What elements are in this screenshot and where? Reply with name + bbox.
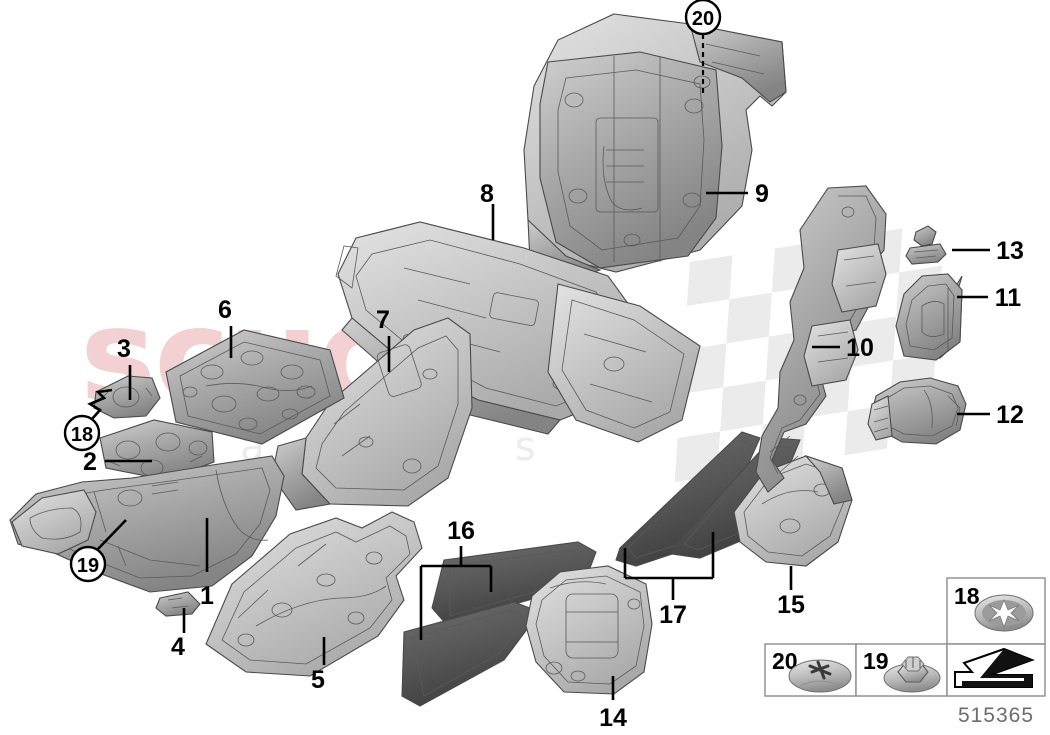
callout-label-3: 3 [117,335,131,363]
callout-label-10: 10 [846,334,874,362]
callout-label-18: 18 [71,424,93,446]
callout-label-11: 11 [995,284,1022,312]
part-6-perforated-insulation-panel [165,329,345,445]
callout-label-8: 8 [480,180,494,208]
part-5-floor-panel-insulation-left [205,511,423,677]
leader-18-zigzag [87,388,113,420]
callout-label-4: 4 [171,633,185,661]
part-11-wheelarch-insulation-block-upper [895,273,963,361]
part-10-wheelhouse-insulation-column [755,185,887,493]
callout-label-20: 20 [692,8,714,30]
callout-label-14: 14 [599,704,627,732]
part-7-tunnel-cover-insulation [271,317,473,511]
part-13-small-bracket-pad [905,225,947,265]
callout-label-9: 9 [755,180,769,208]
leader-19 [96,519,127,551]
assembly-arrow-icon [954,647,1035,688]
part-14-side-panel-insulation [525,565,653,695]
leader-16-bracket [419,546,493,640]
part-2-bulkhead-insulation-plate-lower [99,419,215,481]
legend: 20 19 18 [764,577,1046,727]
callout-circle-18[interactable] [63,414,101,452]
leader-17-bracket [623,532,715,600]
diagram-number: 515365 [958,704,1034,727]
part-9-rear-seat-floor-assembly [523,13,787,283]
legend-label-18: 18 [954,583,980,609]
callout-label-5: 5 [311,666,325,694]
callout-circle-20[interactable] [684,0,722,36]
star-washer-clip-icon [974,594,1034,632]
callout-leaders [87,34,990,700]
callout-label-19: 19 [77,555,99,577]
circled-callouts [63,0,722,583]
callout-label-17: 17 [659,601,687,629]
flange-hex-nut-icon [883,656,941,693]
callout-label-12: 12 [996,401,1024,429]
push-clip-disc-icon [788,659,852,693]
callout-label-2: 2 [83,448,97,476]
callout-label-16: 16 [447,517,475,545]
part-8b-floor-extension [547,283,701,443]
callout-label-7: 7 [376,306,390,334]
part-1-tunnel-sound-insulation [9,455,285,593]
callout-numbers: 1 2 3 4 5 6 7 8 9 10 11 12 13 14 15 16 1… [71,8,1024,732]
callout-label-1: 1 [200,582,214,610]
callout-circle-19[interactable] [69,545,107,583]
callout-label-6: 6 [218,296,232,324]
legend-label-19: 19 [863,648,889,674]
callout-label-15: 15 [777,591,805,619]
callout-label-13: 13 [996,237,1024,265]
part-12-wheelarch-insulation-block-lower [867,377,967,445]
part-4-small-insulation-clip-pad [155,591,201,617]
